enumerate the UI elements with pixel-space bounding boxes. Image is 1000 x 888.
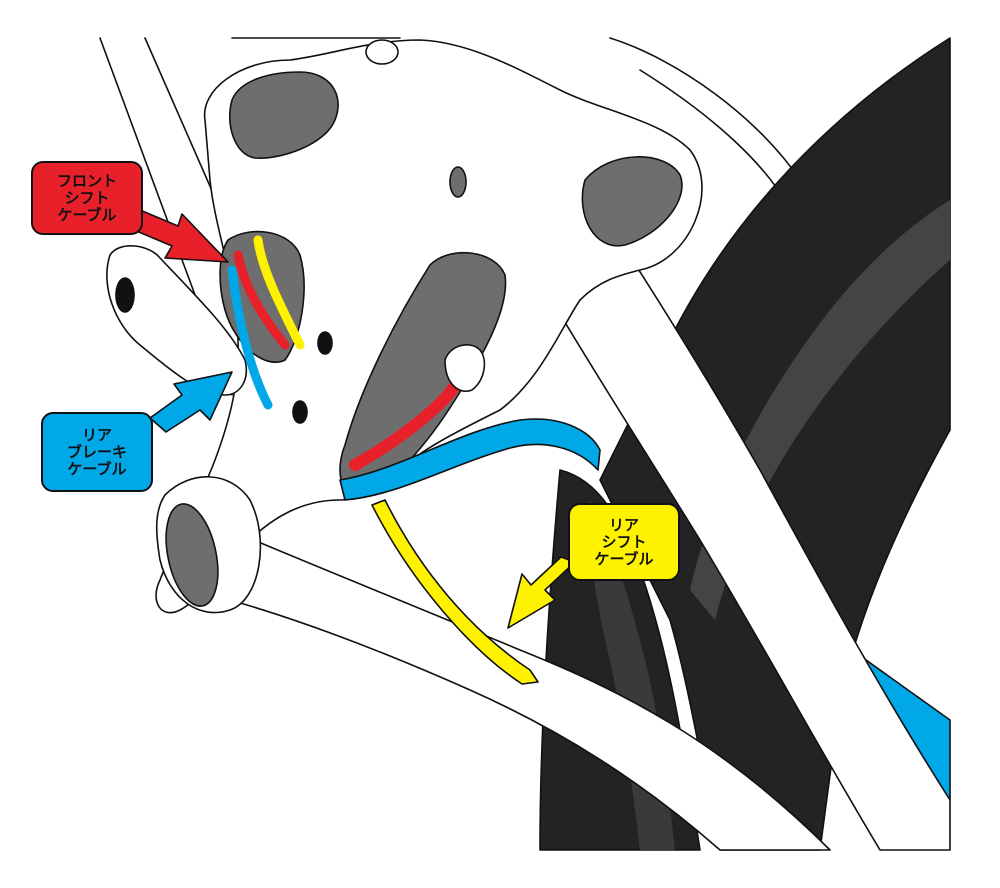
label-line: シフト [601,532,647,551]
rear-shift-cable-lower [371,499,539,685]
chain-stay [229,529,831,851]
top-tube-hole [228,71,339,159]
label-line: ケーブル [594,549,654,568]
bolt-hole [317,331,333,355]
label-line: リア [608,515,639,534]
label-line: リア [81,425,112,444]
label-line: フロント [56,171,117,190]
rear-brake-cable [227,265,273,410]
rear-shift-cable [253,235,305,350]
cable-clip [444,344,486,392]
frame-line [609,37,801,181]
label-line: ブレーキ [66,442,127,461]
arrow-rear-brake [149,371,233,433]
bottle-boss [449,166,467,198]
rear-brake-cable-lower [339,418,601,501]
arrow-rear-shift [507,556,576,629]
label-line: ケーブル [57,205,117,224]
bolt-hole [292,400,308,424]
label-line: シフト [64,188,110,207]
rim-stripe [690,200,950,620]
hanger-hole [115,277,135,313]
front-shift-cable [233,250,290,350]
label-line: ケーブル [67,459,127,478]
seat-tube-hole [365,39,399,65]
arrow-front-shift [133,209,229,263]
label-rear-shift-cable: リア シフト ケーブル [568,503,680,581]
seatstay-hole [581,156,683,247]
bottom-bracket-hole [165,503,219,607]
derailleur-hanger [106,245,247,396]
label-rear-brake-cable: リア ブレーキ ケーブル [41,412,153,492]
label-front-shift-cable: フロント シフト ケーブル [31,161,143,235]
